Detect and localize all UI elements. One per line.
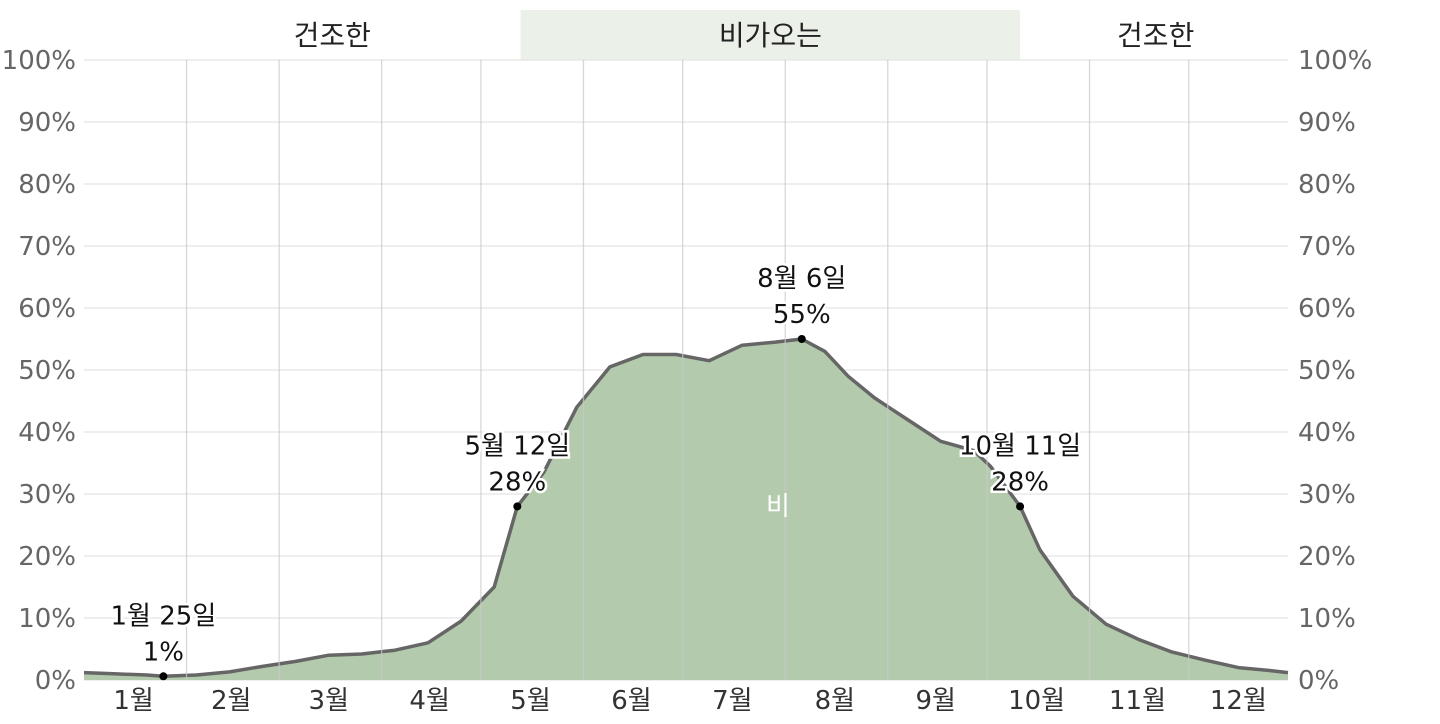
annotation-date: 8월 6일: [757, 264, 846, 294]
y-tick-label-left: 100%: [2, 46, 76, 76]
annotation-point: [513, 502, 522, 511]
y-tick-label-left: 90%: [18, 108, 76, 138]
month-label-layer: 1월 2월 3월 4월 5월 6월 7월 8월 9월 10월 11월 12월: [113, 686, 1267, 716]
y-tick-label-right: 70%: [1298, 232, 1356, 262]
month-label: 11월: [1109, 686, 1166, 716]
area-label: 비: [766, 492, 790, 522]
annotation-value: 1%: [143, 637, 184, 667]
month-label: 6월: [611, 686, 651, 716]
y-tick-label-right: 100%: [1298, 46, 1372, 76]
month-label: 3월: [309, 686, 349, 716]
rain-line: [83, 337, 1289, 679]
y-tick-label-left: 60%: [18, 294, 76, 324]
y-tick-label-left: 80%: [18, 170, 76, 200]
season-band-layer: [520, 10, 1021, 60]
y-tick-label-right: 60%: [1298, 294, 1356, 324]
y-tick-label-left: 20%: [18, 542, 76, 572]
y-tick-label-right: 30%: [1298, 480, 1356, 510]
y-tick-label-right: 80%: [1298, 170, 1356, 200]
month-label: 8월: [815, 686, 855, 716]
month-divider-layer: [185, 60, 1190, 680]
month-label: 1월: [113, 686, 153, 716]
y-tick-label-left: 10%: [18, 604, 76, 634]
annotation-value: 55%: [773, 300, 831, 330]
month-label: 5월: [510, 686, 550, 716]
month-label: 12월: [1210, 686, 1267, 716]
y-tick-label-left: 0%: [35, 666, 76, 696]
season-label-layer: 건조한 비가오는 건조한: [294, 19, 1195, 52]
season-label: 건조한: [1117, 19, 1194, 52]
season-band: [520, 10, 1021, 60]
month-label: 9월: [915, 686, 955, 716]
month-label: 2월: [211, 686, 251, 716]
annotation-layer: 비 1월 25일 1% 5월 12일 28% 8월 6일 55% 10월 11일 28%: [108, 262, 1084, 681]
month-label: 4월: [409, 686, 449, 716]
annotation-date: 5월 12일: [464, 431, 570, 461]
y-tick-label-left: 30%: [18, 480, 76, 510]
y-tick-label-right: 0%: [1298, 666, 1339, 696]
y-tick-label-right: 50%: [1298, 356, 1356, 386]
annotation-value: 28%: [991, 467, 1049, 497]
season-label: 건조한: [294, 19, 371, 52]
month-label: 7월: [712, 686, 752, 716]
y-tick-label-left: 50%: [18, 356, 76, 386]
annotation-point: [797, 335, 806, 343]
y-tick-label-right: 20%: [1298, 542, 1356, 572]
y-tick-label-right: 90%: [1298, 108, 1356, 138]
annotation-date: 10월 11일: [959, 431, 1081, 461]
rain-area: [84, 339, 1288, 680]
area-layer: [83, 337, 1289, 680]
season-label: 비가오는: [719, 19, 822, 52]
y-tick-label-right: 10%: [1298, 604, 1356, 634]
annotation-date: 1월 25일: [111, 601, 217, 631]
annotation-value: 28%: [488, 467, 546, 497]
month-label: 10월: [1008, 686, 1065, 716]
y-tick-label-left: 70%: [18, 232, 76, 262]
annotation-point: [1016, 502, 1025, 511]
y-tick-label-right: 40%: [1298, 418, 1356, 448]
annotation-point: [159, 672, 168, 681]
y-tick-layer: 0% 0% 10% 10% 20% 20% 30% 30% 40% 40% 50% 50% 60% 60%…: [2, 46, 1373, 696]
y-tick-label-left: 40%: [18, 418, 76, 448]
